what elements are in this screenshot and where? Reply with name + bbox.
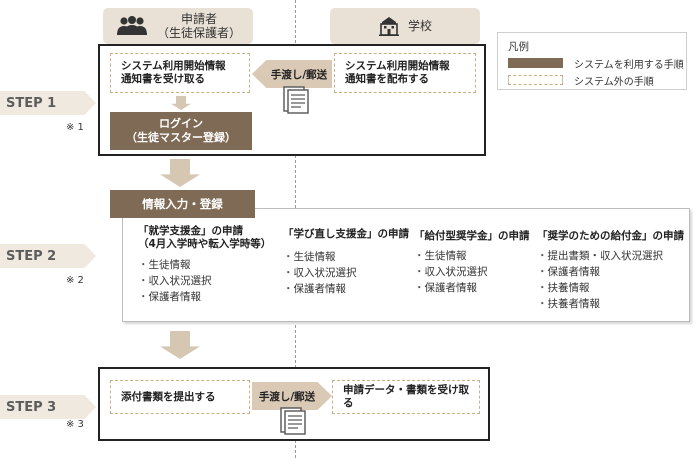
step2-note: ※ 2 xyxy=(66,275,84,286)
column-3-title: 「給付型奨学金」の申請 xyxy=(414,230,530,242)
receive-data-box: 申請データ・書類を受け取る xyxy=(332,380,480,414)
column-2-title: 「学び直し支援金」の申請 xyxy=(283,228,409,240)
column-4-item: 提出書類・収入状況選択 xyxy=(537,248,687,264)
input-register-label: 情報入力・登録 xyxy=(142,197,223,211)
legend-solid-swatch xyxy=(508,58,563,68)
step1-note: ※ 1 xyxy=(66,122,84,133)
column-4-title: 「奨学のための給付金」の申請 xyxy=(537,230,684,242)
input-register-box: 情報入力・登録 xyxy=(110,190,255,218)
step1-down-arrow-small xyxy=(171,96,191,110)
legend-solid-label: システムを利用する手順 xyxy=(574,60,684,71)
column-4-item: 保護者情報 xyxy=(537,264,687,280)
distribute-notice-box: システム利用開始情報 通知書を配布する xyxy=(334,53,476,93)
step1-handover-label: 手渡し/郵送 xyxy=(270,68,328,81)
step3-handover-arrow: 手渡し/郵送 xyxy=(252,382,332,410)
submit-docs-box: 添付書類を提出する xyxy=(110,380,250,414)
column-1-title-line2: （4月入学時や転入学時等） xyxy=(138,238,272,250)
school-label: 学校 xyxy=(407,19,432,33)
school-building-icon xyxy=(378,16,400,36)
step1-label: STEP 1 xyxy=(0,91,96,115)
step2-column-2: 「学び直し支援金」の申請 生徒情報 収入状況選択 保護者情報 xyxy=(283,228,418,297)
column-4-item: 扶養者情報 xyxy=(537,296,687,312)
document-icon xyxy=(283,86,309,114)
column-2-item: 保護者情報 xyxy=(283,281,418,297)
step1-to-step2-arrow xyxy=(160,159,200,187)
column-3-item: 生徒情報 xyxy=(414,248,544,264)
step2-column-3: 「給付型奨学金」の申請 生徒情報 収入状況選択 保護者情報 xyxy=(414,230,544,296)
step3-handover-label: 手渡し/郵送 xyxy=(258,390,316,403)
receive-notice-box: システム利用開始情報 通知書を受け取る xyxy=(110,53,250,93)
column-2-item: 生徒情報 xyxy=(283,249,418,265)
receive-notice-line1: システム利用開始情報 xyxy=(121,60,226,72)
legend-title: 凡例 xyxy=(508,41,529,53)
legend: 凡例 システムを利用する手順 システム外の手順 xyxy=(497,32,687,90)
step2-label: STEP 2 xyxy=(0,244,96,268)
document-icon xyxy=(280,407,306,435)
login-line2: （生徒マスター登録） xyxy=(126,131,236,144)
receive-data-label: 申請データ・書類を受け取る xyxy=(343,384,469,409)
column-1-item: 収入状況選択 xyxy=(138,273,288,289)
step3-label: STEP 3 xyxy=(0,395,96,419)
login-box: ログイン （生徒マスター登録） xyxy=(110,112,252,150)
column-1-item: 保護者情報 xyxy=(138,289,288,305)
login-line1: ログイン xyxy=(159,117,203,130)
column-3-item: 収入状況選択 xyxy=(414,264,544,280)
applicant-header: 申請者 （生徒保護者） xyxy=(103,8,253,44)
receive-notice-line2: 通知書を受け取る xyxy=(121,73,205,85)
column-2-item: 収入状況選択 xyxy=(283,265,418,281)
step2-to-step3-arrow xyxy=(160,331,200,359)
column-4-item: 扶養情報 xyxy=(537,280,687,296)
applicant-label: 申請者 xyxy=(180,12,217,26)
legend-dashed-swatch xyxy=(508,75,563,85)
step1-handover-arrow: 手渡し/郵送 xyxy=(252,60,332,88)
distribute-notice-line1: システム利用開始情報 xyxy=(345,60,450,72)
step3-note: ※ 3 xyxy=(66,419,84,430)
applicant-sublabel: （生徒保護者） xyxy=(156,26,241,40)
column-1-title-line1: 「就学支援金」の申請 xyxy=(138,225,243,237)
people-icon xyxy=(115,16,149,36)
column-1-item: 生徒情報 xyxy=(138,257,288,273)
legend-dashed-label: システム外の手順 xyxy=(574,77,654,88)
distribute-notice-line2: 通知書を配布する xyxy=(345,73,429,85)
school-header: 学校 xyxy=(330,8,480,44)
step2-column-1: 「就学支援金」の申請 （4月入学時や転入学時等） 生徒情報 収入状況選択 保護者… xyxy=(138,225,288,305)
step2-column-4: 「奨学のための給付金」の申請 提出書類・収入状況選択 保護者情報 扶養情報 扶養… xyxy=(537,230,687,312)
column-3-item: 保護者情報 xyxy=(414,280,544,296)
submit-docs-label: 添付書類を提出する xyxy=(121,390,216,403)
